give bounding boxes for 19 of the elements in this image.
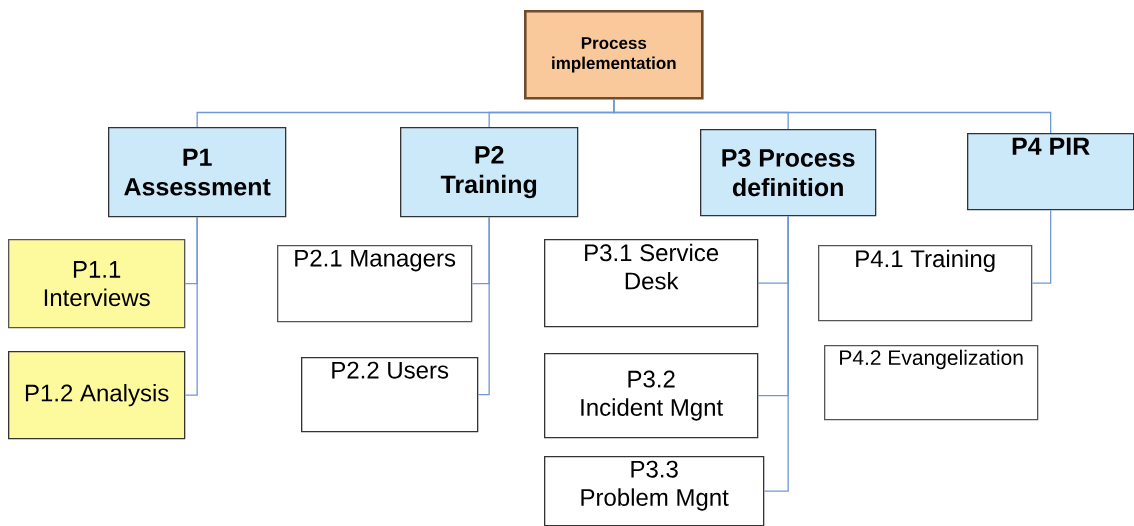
root-box: Process implementation xyxy=(524,10,704,100)
connector-line xyxy=(763,215,789,492)
task-box: P4.1 Training xyxy=(818,245,1033,322)
process-box: P1 Assessment xyxy=(108,127,287,218)
connector-line xyxy=(1031,209,1052,284)
task-box: P4.2 Evangelization xyxy=(824,345,1039,421)
task-box: P3.3 Problem Mgnt xyxy=(544,456,765,526)
task-box: P2.2 Users xyxy=(301,357,479,433)
task-box: P3.1 Service Desk xyxy=(544,239,759,328)
connector-line xyxy=(184,216,198,396)
task-box: P2.1 Managers xyxy=(277,245,473,323)
process-box: P3 Process definition xyxy=(700,129,877,217)
task-box: P3.2 Incident Mgnt xyxy=(544,353,759,439)
task-box: P1.2 Analysis xyxy=(8,351,186,440)
connector-line xyxy=(613,98,1052,134)
connector-line xyxy=(477,216,490,396)
process-box: P4 PIR xyxy=(967,133,1134,211)
task-box: P1.1 Interviews xyxy=(8,239,186,329)
process-box: P2 Training xyxy=(400,127,579,218)
